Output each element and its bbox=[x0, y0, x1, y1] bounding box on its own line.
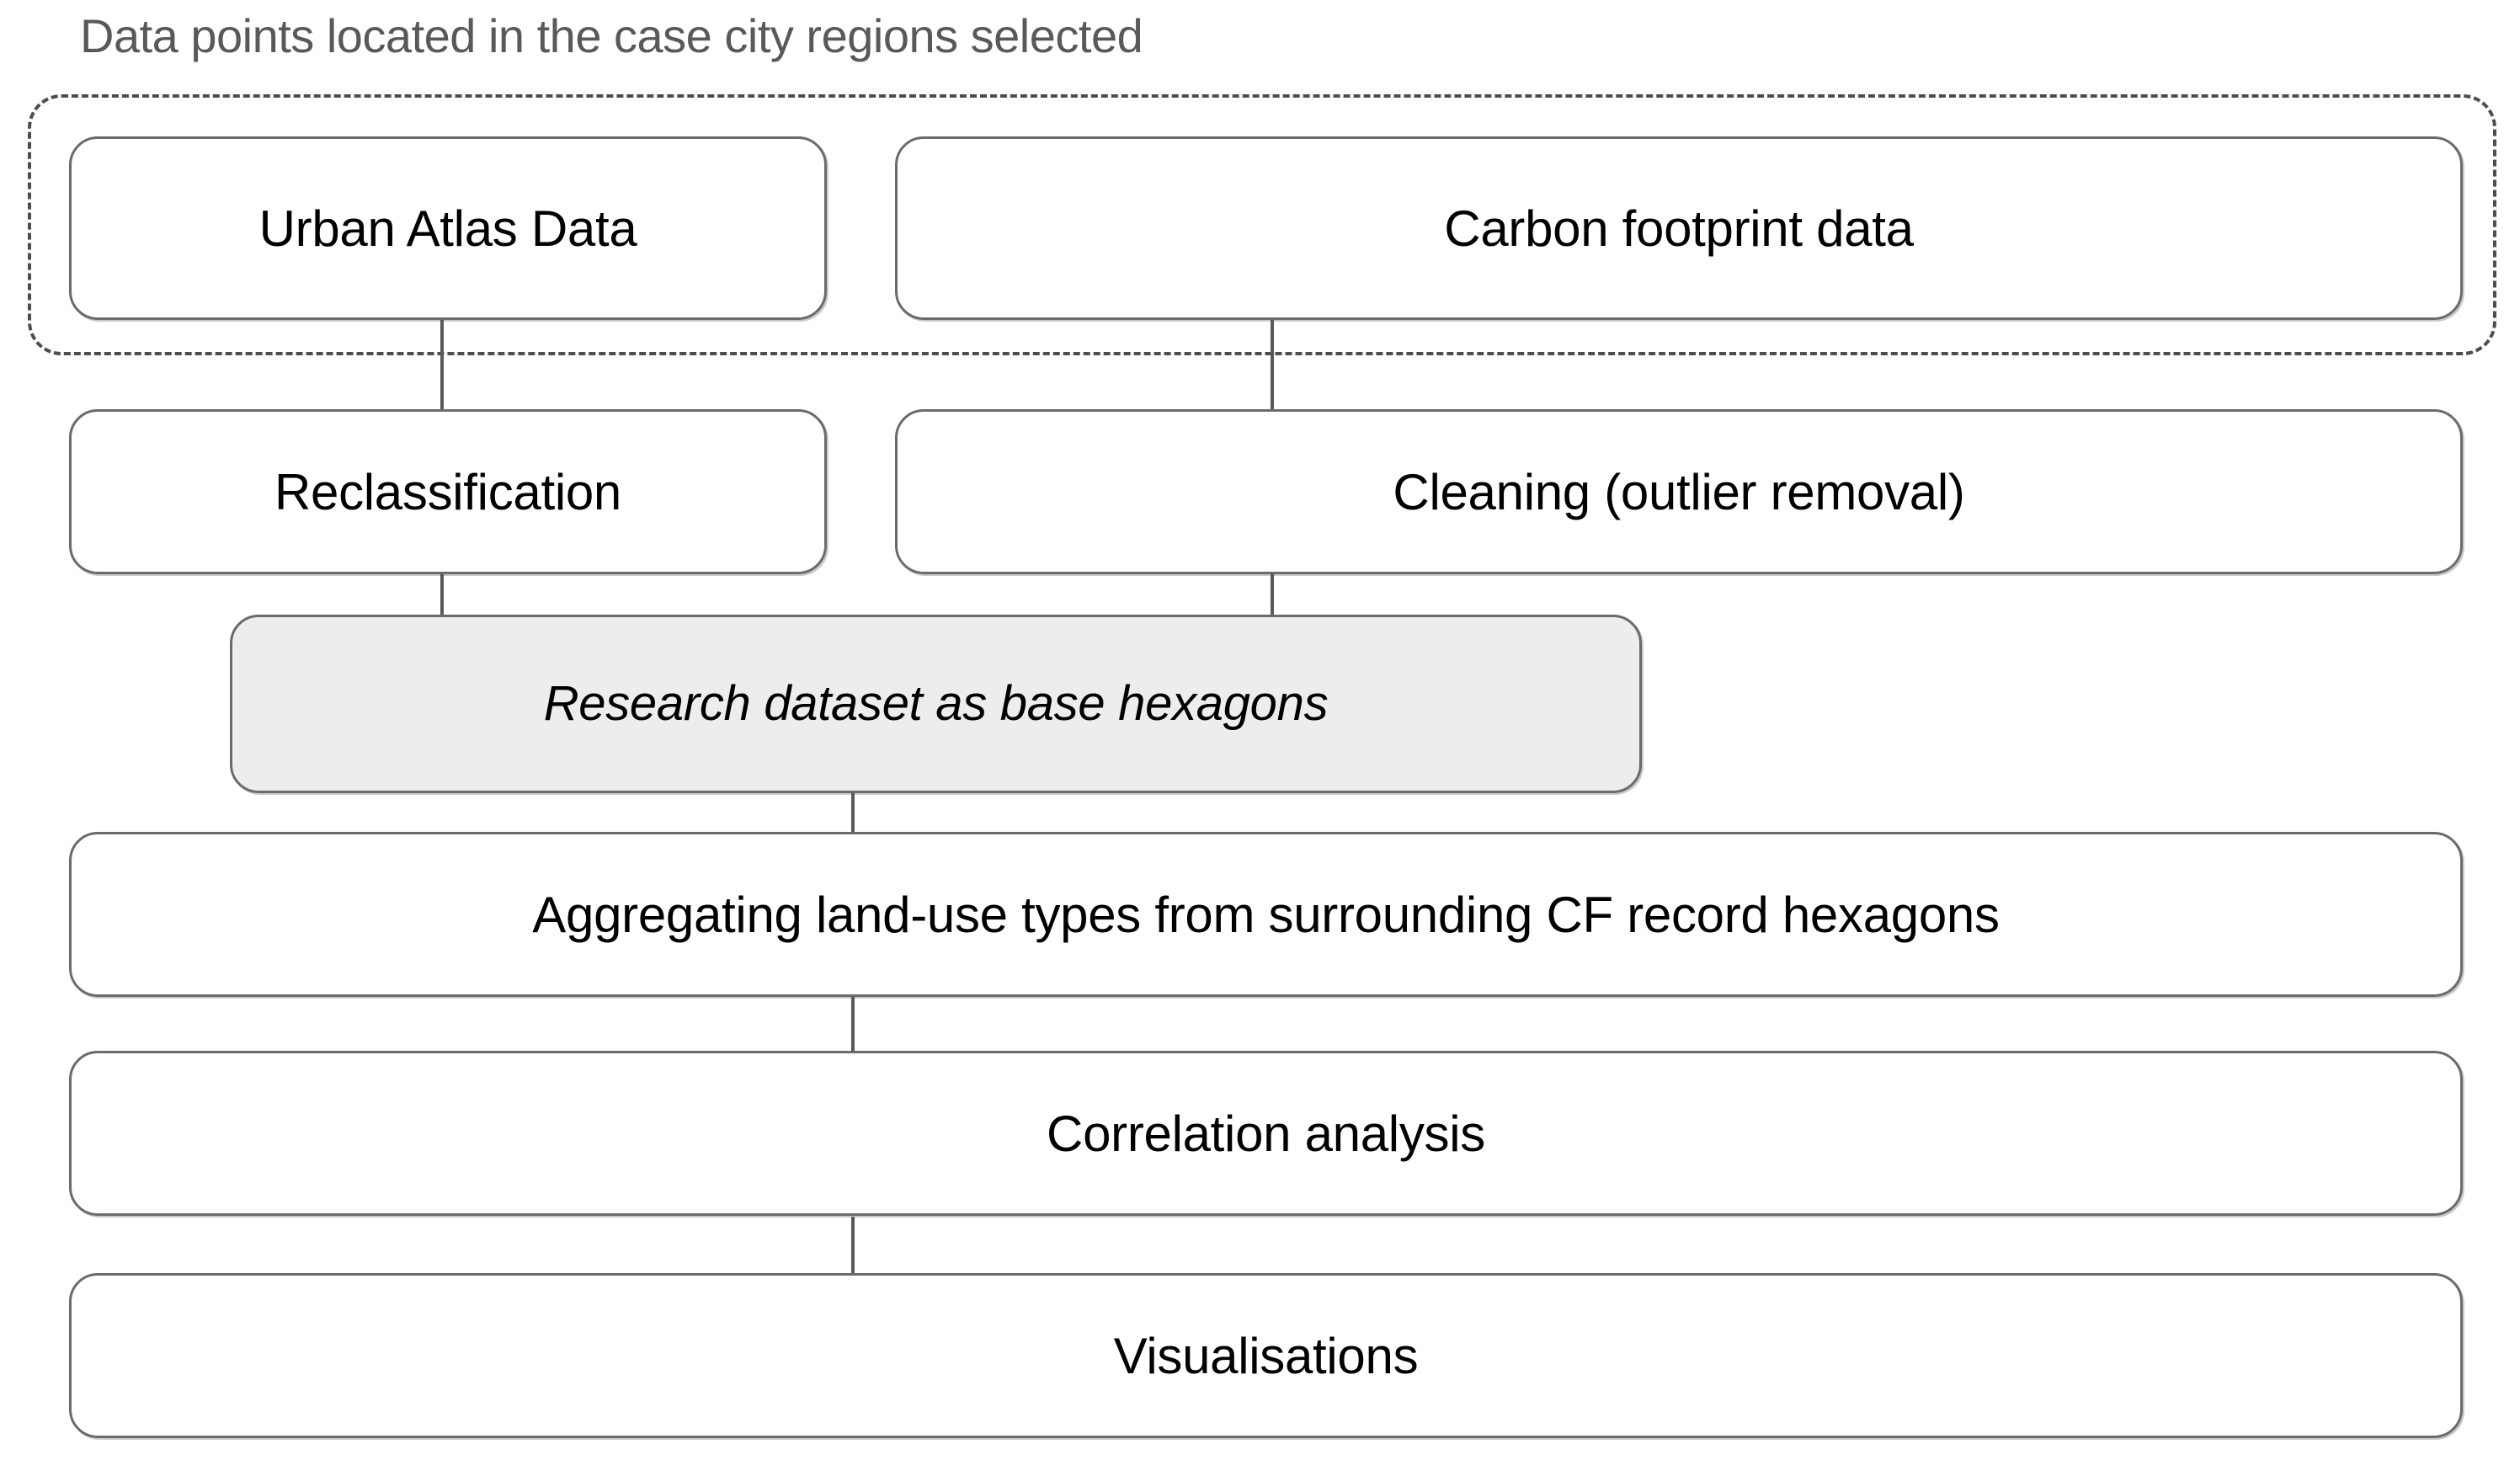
edge-urban-atlas-to-reclassification bbox=[440, 320, 444, 413]
node-visualisations[interactable]: Visualisations bbox=[69, 1273, 2463, 1438]
node-label: Reclassification bbox=[274, 463, 622, 520]
node-label: Urban Atlas Data bbox=[258, 200, 637, 257]
node-label: Carbon footprint data bbox=[1444, 200, 1914, 257]
edge-carbon-to-cleaning bbox=[1271, 320, 1274, 413]
edge-correlation-to-visualisations bbox=[851, 1217, 855, 1318]
node-label: Research dataset as base hexagons bbox=[543, 675, 1329, 731]
diagram-caption: Data points located in the case city reg… bbox=[80, 9, 1143, 62]
node-urban-atlas-data[interactable]: Urban Atlas Data bbox=[69, 136, 827, 320]
node-reclassification[interactable]: Reclassification bbox=[69, 409, 827, 574]
node-label: Cleaning (outlier removal) bbox=[1393, 463, 1965, 520]
node-correlation-analysis[interactable]: Correlation analysis bbox=[69, 1051, 2463, 1216]
node-label: Correlation analysis bbox=[1047, 1105, 1485, 1162]
node-label: Visualisations bbox=[1113, 1327, 1419, 1384]
edge-aggregating-to-correlation bbox=[851, 994, 855, 1095]
node-aggregating-land-use[interactable]: Aggregating land-use types from surround… bbox=[69, 832, 2463, 997]
node-carbon-footprint-data[interactable]: Carbon footprint data bbox=[895, 136, 2463, 320]
data-sources-group-boundary bbox=[28, 94, 2496, 355]
node-label: Aggregating land-use types from surround… bbox=[532, 886, 2000, 943]
node-cleaning-outlier-removal[interactable]: Cleaning (outlier removal) bbox=[895, 409, 2463, 574]
node-research-dataset[interactable]: Research dataset as base hexagons bbox=[230, 615, 1642, 793]
